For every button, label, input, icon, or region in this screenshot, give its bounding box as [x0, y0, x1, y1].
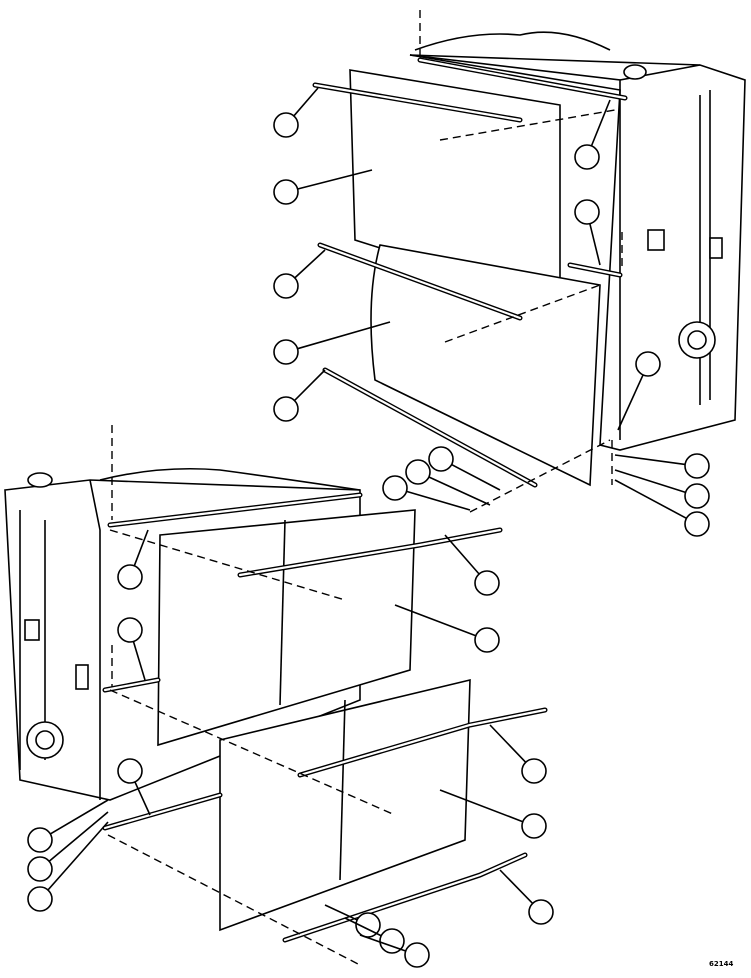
callout-leader — [614, 479, 687, 520]
top-lower-panel — [317, 242, 623, 513]
callout-leader — [293, 87, 319, 117]
callout-bubble — [27, 827, 53, 853]
top-housing — [409, 10, 746, 451]
callout-leader — [406, 490, 471, 511]
callout-bubble — [273, 273, 299, 299]
callout-bubble — [117, 617, 143, 643]
callout-leader — [589, 223, 601, 266]
callout-leader — [394, 604, 477, 637]
callout-leader — [297, 321, 391, 350]
callout-bubble — [404, 942, 430, 968]
callout-bubble — [273, 179, 299, 205]
callout-bubble — [521, 758, 547, 784]
callout-leader — [294, 249, 326, 279]
callout-bubble — [379, 928, 405, 954]
callout-bubble — [684, 483, 710, 509]
callout-leader — [359, 934, 406, 952]
callout-bubble — [27, 886, 53, 912]
callout-group — [27, 87, 710, 968]
callout-bubble — [574, 199, 600, 225]
top-upper-panel — [312, 57, 628, 307]
callout-leader — [451, 463, 501, 491]
callout-bubble — [528, 899, 554, 925]
callout-leader — [133, 529, 149, 567]
callout-leader — [617, 374, 644, 431]
callout-leader — [48, 811, 109, 862]
callout-bubble — [474, 627, 500, 653]
callout-bubble — [635, 351, 661, 377]
bottom-lower-panel — [102, 678, 548, 966]
callout-leader — [293, 369, 326, 402]
callout-leader — [439, 789, 524, 823]
callout-bubble — [684, 453, 710, 479]
callout-leader — [132, 641, 146, 681]
callout-bubble — [382, 475, 408, 501]
callout-leader — [590, 99, 611, 147]
callout-leader — [499, 869, 534, 904]
callout-bubble — [27, 856, 53, 882]
drawing-number: 62144 — [709, 960, 734, 968]
callout-bubble — [117, 758, 143, 784]
callout-bubble — [521, 813, 547, 839]
callout-bubble — [684, 511, 710, 537]
callout-bubble — [273, 339, 299, 365]
callout-leader — [614, 469, 686, 494]
callout-bubble — [405, 459, 431, 485]
callout-leader — [344, 917, 382, 937]
callout-leader — [297, 169, 373, 190]
callout-bubble — [574, 144, 600, 170]
callout-leader — [324, 904, 358, 921]
callout-leader — [444, 534, 480, 575]
bottom-upper-panel — [102, 492, 503, 747]
callout-leader — [614, 454, 686, 466]
callout-leader — [134, 781, 151, 816]
callout-bubble — [117, 564, 143, 590]
callout-leader — [47, 821, 109, 891]
callout-leader — [428, 476, 491, 506]
callout-leader — [49, 799, 109, 835]
callout-bubble — [273, 396, 299, 422]
callout-bubble — [474, 570, 500, 596]
callout-bubble — [273, 112, 299, 138]
callout-bubble — [428, 446, 454, 472]
callout-leader — [489, 724, 527, 763]
